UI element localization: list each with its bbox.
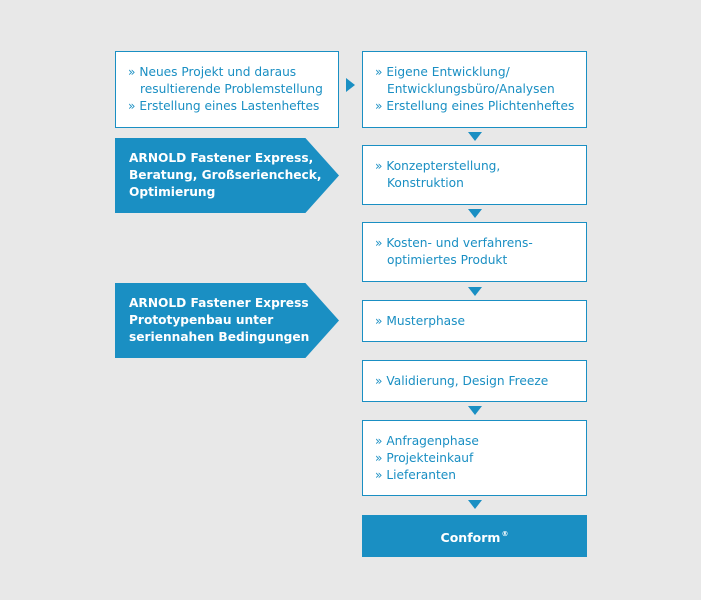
- conform-text: Conform: [440, 530, 501, 545]
- arrow-down-icon: [468, 406, 482, 415]
- arrow-down-icon: [468, 209, 482, 218]
- cost-optimized-box: » Kosten- und verfahrens- optimiertes Pr…: [362, 222, 587, 282]
- problem-line-2: resultierende Problemstellung: [140, 82, 323, 96]
- express-consulting-line-3: Optimierung: [129, 185, 216, 199]
- express-consulting-line-1: ARNOLD Fastener Express,: [129, 151, 314, 165]
- inquiry-box: » Anfragenphase » Projekteinkauf » Liefe…: [362, 420, 587, 496]
- express-prototyping-line-3: seriennahen Bedingungen: [129, 330, 310, 344]
- cost-optimized-line-2: optimiertes Produkt: [387, 253, 508, 267]
- arrow-down-icon: [468, 287, 482, 296]
- validation-line-1: » Validierung, Design Freeze: [375, 373, 549, 388]
- express-consulting-line-2: Beratung, Großseriencheck,: [129, 168, 322, 182]
- development-line-2: Entwicklungsbüro/Analysen: [387, 82, 555, 96]
- problem-line-1: » Neues Projekt und daraus: [128, 65, 297, 79]
- development-box: » Eigene Entwicklung/ Entwicklungsbüro/A…: [362, 51, 587, 128]
- express-consulting-callout: ARNOLD Fastener Express, Beratung, Großs…: [115, 138, 339, 213]
- concept-box: » Konzepterstellung, Konstruktion: [362, 145, 587, 205]
- express-prototyping-callout: ARNOLD Fastener Express Prototypenbau un…: [115, 283, 339, 358]
- arrow-down-icon: [468, 500, 482, 509]
- express-prototyping-line-1: ARNOLD Fastener Express: [129, 296, 309, 310]
- inquiry-line-2: » Projekteinkauf: [375, 450, 474, 465]
- conform-label: Conform®: [441, 526, 509, 546]
- express-prototyping-line-2: Prototypenbau unter: [129, 313, 274, 327]
- development-line-1: » Eigene Entwicklung/: [375, 65, 510, 79]
- registered-mark: ®: [501, 530, 509, 538]
- problem-line-3: » Erstellung eines Lastenheftes: [128, 99, 320, 113]
- validation-box: » Validierung, Design Freeze: [362, 360, 587, 402]
- concept-line-1: » Konzepterstellung,: [375, 159, 501, 173]
- arrow-right-icon: [346, 78, 355, 92]
- inquiry-line-1: » Anfragenphase: [375, 433, 479, 448]
- concept-line-2: Konstruktion: [387, 176, 464, 190]
- problem-box: » Neues Projekt und daraus resultierende…: [115, 51, 339, 128]
- arrow-down-icon: [468, 132, 482, 141]
- cost-optimized-line-1: » Kosten- und verfahrens-: [375, 236, 533, 250]
- conform-box: Conform®: [362, 515, 587, 557]
- sample-phase-box: » Musterphase: [362, 300, 587, 342]
- inquiry-line-3: » Lieferanten: [375, 467, 456, 482]
- sample-phase-line-1: » Musterphase: [375, 313, 465, 328]
- development-line-3: » Erstellung eines Plichtenheftes: [375, 99, 575, 113]
